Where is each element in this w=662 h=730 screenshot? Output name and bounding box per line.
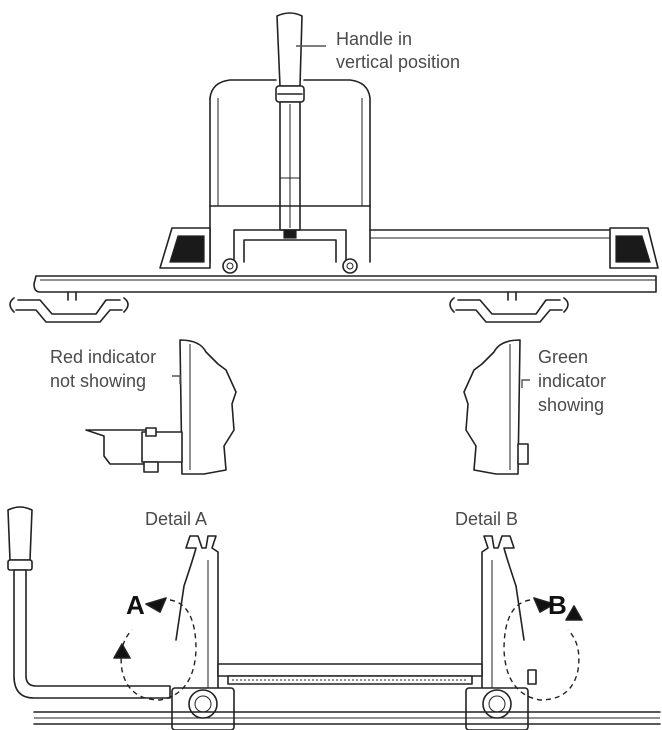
- handle-callout-line1: Handle in: [336, 29, 413, 49]
- detail-a-caption: Detail A: [145, 509, 208, 529]
- marker-b: B: [548, 590, 567, 620]
- red-indicator-callout-line2: not showing: [50, 371, 147, 391]
- red-indicator-callout-line1: Red indicator: [50, 347, 157, 367]
- green-indicator-callout-line1: Green: [538, 347, 589, 367]
- marker-a: A: [126, 590, 145, 620]
- detail-b-caption: Detail B: [455, 509, 519, 529]
- green-indicator-callout-line3: showing: [538, 395, 605, 415]
- green-indicator-callout-line2: indicator: [538, 371, 607, 391]
- handle-callout-line2: vertical position: [336, 52, 461, 72]
